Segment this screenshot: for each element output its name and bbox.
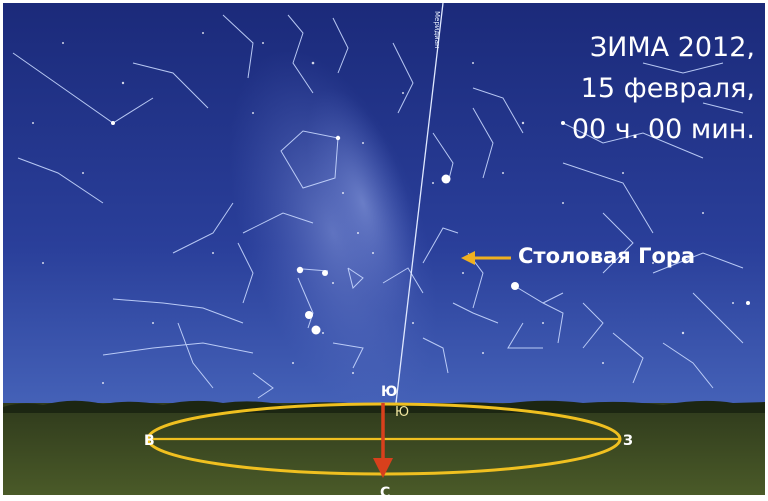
sky-scene: ЗИМА 2012, 15 февраля, 00 ч. 00 мин. Сто… (3, 3, 765, 501)
direction-north: С (380, 485, 391, 501)
caption-date: 15 февраля, (580, 73, 755, 104)
meridian-line (395, 3, 444, 404)
faint-stars (32, 32, 734, 384)
direction-south-horizon: Ю (395, 405, 410, 420)
direction-east: В (144, 433, 155, 449)
target-label: Столовая Гора (518, 244, 696, 268)
sky-illustration (3, 3, 765, 495)
bright-stars (111, 121, 750, 335)
direction-south: Ю (381, 384, 398, 400)
target-arrow-head (461, 251, 475, 265)
constellation-lines (12, 14, 744, 399)
date-caption: ЗИМА 2012, 15 февраля, 00 ч. 00 мин. (572, 27, 755, 150)
caption-time: 00 ч. 00 мин. (571, 114, 755, 145)
caption-season-year: ЗИМА 2012, (589, 32, 755, 63)
milky-way-core (306, 88, 420, 318)
direction-west: З (623, 433, 633, 449)
meridian-label: Меридиан (433, 11, 441, 49)
north-arrow-head (373, 458, 393, 478)
